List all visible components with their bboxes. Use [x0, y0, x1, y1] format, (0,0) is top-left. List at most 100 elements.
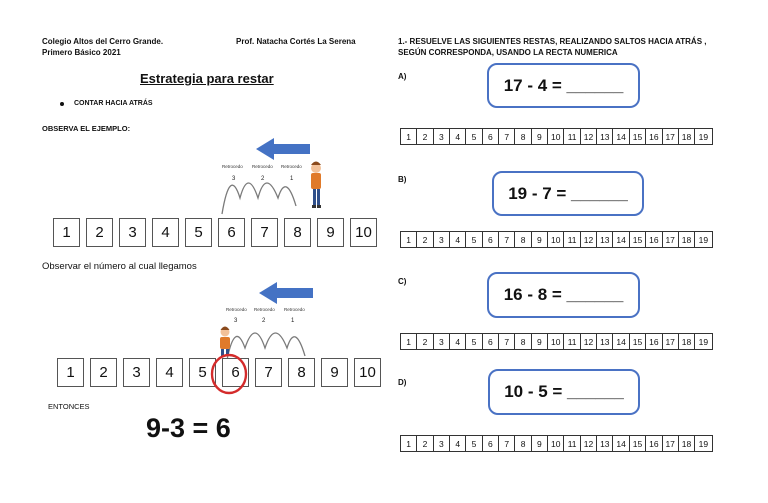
number-line-cell: 19 — [698, 438, 709, 449]
number-box: 9 — [317, 218, 344, 247]
number-line-cell: 2 — [417, 436, 434, 451]
number-line-cell: 6 — [483, 334, 500, 349]
number-box: 2 — [90, 358, 117, 387]
then-label: ENTONCES — [48, 402, 90, 411]
bullet-icon — [60, 101, 64, 106]
number-line-cell: 17 — [663, 232, 679, 247]
number-box: 7 — [251, 218, 278, 247]
number-line-cell: 3 — [434, 232, 451, 247]
number-line-cell: 18 — [679, 232, 696, 247]
kid-figure-icon — [220, 326, 230, 356]
school-name: Colegio Altos del Cerro Grande. — [42, 37, 164, 46]
number-line-cell: 11 — [564, 129, 581, 144]
retro-label: Retrocedo — [222, 164, 243, 169]
number-box: 9 — [321, 358, 348, 387]
number-line-cell: 3 — [434, 129, 451, 144]
number-line-cell: 11 — [564, 334, 581, 349]
number-line-cell: 10 — [548, 436, 565, 451]
number-line-cell: 13 — [597, 436, 614, 451]
number-box: 4 — [156, 358, 183, 387]
number-line-cell: 12 — [581, 232, 598, 247]
number-line-cell: 17 — [663, 334, 679, 349]
number-line-cell: 1 — [401, 232, 418, 247]
example-2-illustration — [220, 282, 313, 361]
number-line-cell: 14 — [613, 232, 630, 247]
left-arrow-icon — [256, 138, 310, 160]
jump-number: 3 — [234, 318, 238, 324]
left-arrow-icon — [259, 282, 313, 304]
number-box: 4 — [152, 218, 179, 247]
number-line-cell: 11 — [564, 436, 581, 451]
number-line-cell: 5 — [466, 334, 483, 349]
number-line-cell: 7 — [499, 334, 516, 349]
jump-number: 2 — [261, 176, 265, 182]
number-line-cell: 14 — [613, 436, 630, 451]
number-line-cell: 16 — [646, 129, 663, 144]
number-box: 3 — [119, 218, 146, 247]
exercise-c-label: C) — [398, 277, 407, 286]
retro-label: Retrocedo — [284, 307, 305, 312]
number-box: 7 — [255, 358, 282, 387]
number-line-cell: 12 — [581, 129, 598, 144]
number-line-cell: 13 — [597, 232, 614, 247]
exercise-b-label: B) — [398, 175, 407, 184]
number-line-cell: 1 — [401, 436, 418, 451]
number-line-cell: 12 — [581, 436, 598, 451]
bullet-item: CONTAR HACIA ATRÁS — [60, 100, 153, 107]
jump-arcs — [221, 182, 297, 215]
number-line-cell: 19 — [698, 234, 709, 245]
observe-label: OBSERVA EL EJEMPLO: — [42, 124, 131, 133]
number-line-cell: 15 — [630, 334, 647, 349]
number-line-cell: 9 — [532, 129, 549, 144]
number-line-cell: 1 — [401, 129, 418, 144]
number-box: 1 — [53, 218, 80, 247]
number-line-cell: 3 — [434, 334, 451, 349]
number-line-cell: 18 — [679, 129, 696, 144]
exercise-a-equation: 17 - 4 = ______ — [487, 63, 640, 108]
number-line-c: 1 2 3 4 5 6 7 8 9 10 11 12 13 14 15 16 1… — [400, 333, 713, 350]
jump-number: 1 — [291, 318, 295, 324]
number-line-cell: 15 — [630, 436, 647, 451]
exercise-c-equation: 16 - 8 = ______ — [487, 272, 640, 318]
retro-label: Retrocedo — [226, 307, 247, 312]
number-line-d: 1 2 3 4 5 6 7 8 9 10 11 12 13 14 15 16 1… — [400, 435, 713, 452]
number-line-cell: 9 — [532, 436, 549, 451]
number-line-b: 1 2 3 4 5 6 7 8 9 10 11 12 13 14 15 16 1… — [400, 231, 713, 248]
number-line-cell: 16 — [646, 334, 663, 349]
highlight-circle — [210, 353, 248, 395]
bullet-text: CONTAR HACIA ATRÁS — [74, 100, 153, 107]
number-line-cell: 17 — [663, 129, 679, 144]
number-line-cell: 11 — [564, 232, 581, 247]
exercise-a-label: A) — [398, 72, 407, 81]
jump-number: 1 — [290, 176, 294, 182]
number-line-cell: 19 — [698, 131, 709, 142]
number-line-cell: 10 — [548, 232, 565, 247]
number-line-cell: 1 — [401, 334, 418, 349]
number-line-cell: 13 — [597, 334, 614, 349]
jump-number: 2 — [262, 318, 266, 324]
number-line-cell: 14 — [613, 334, 630, 349]
number-line-cell: 4 — [450, 334, 467, 349]
number-line-cell: 4 — [450, 232, 467, 247]
instructions-line-2: SEGÚN CORRESPONDA, USANDO LA RECTA NUMER… — [398, 48, 618, 57]
number-line-cell: 7 — [499, 232, 516, 247]
number-box: 3 — [123, 358, 150, 387]
number-line-cell: 13 — [597, 129, 614, 144]
retro-label: Retrocedo — [281, 164, 302, 169]
number-line-cell: 16 — [646, 232, 663, 247]
number-line-cell: 14 — [613, 129, 630, 144]
number-line-a: 1 2 3 4 5 6 7 8 9 10 11 12 13 14 15 16 1… — [400, 128, 713, 145]
jump-number: 3 — [232, 176, 236, 182]
exercise-d-equation: 10 - 5 = ______ — [488, 369, 640, 415]
exercise-b-equation: 19 - 7 = ______ — [492, 171, 644, 216]
number-box: 8 — [288, 358, 315, 387]
instructions-line-1: 1.- RESUELVE LAS SIGUIENTES RESTAS, REAL… — [398, 37, 707, 46]
number-line-cell: 6 — [483, 129, 500, 144]
number-line-cell: 4 — [450, 436, 467, 451]
number-line-cell: 15 — [630, 232, 647, 247]
number-line-cell: 10 — [548, 129, 565, 144]
number-line-cell: 17 — [663, 436, 679, 451]
retro-label: Retrocedo — [252, 164, 273, 169]
number-line-cell: 18 — [679, 334, 696, 349]
number-line-cell: 7 — [499, 436, 516, 451]
